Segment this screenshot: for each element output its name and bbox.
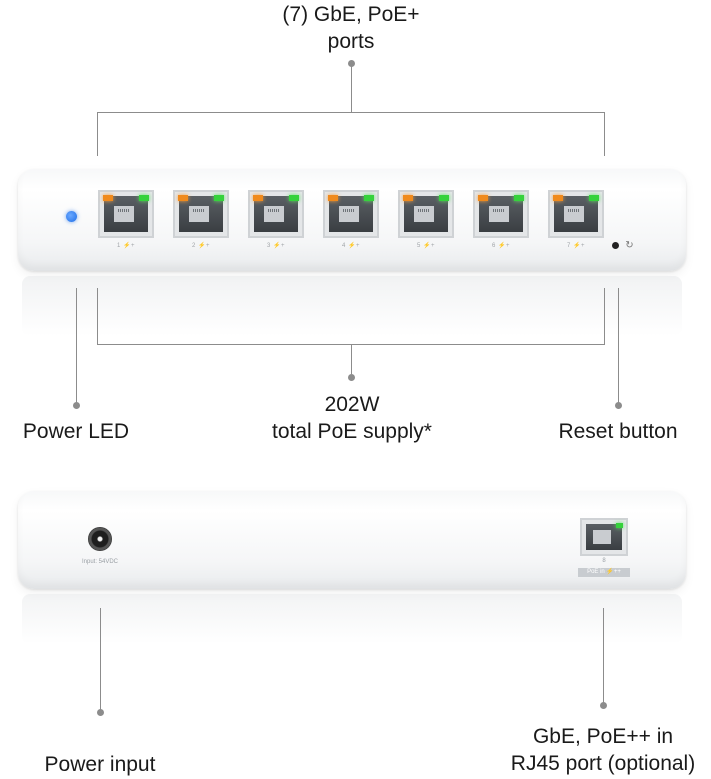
port-contacts — [414, 206, 434, 222]
ports-bracket-left — [97, 112, 98, 156]
port-number-label: 7 ⚡+ — [567, 243, 585, 249]
port-contacts — [264, 206, 284, 222]
poe-bracket-left — [97, 288, 98, 344]
ports-callout-dot — [348, 60, 355, 67]
rear-port-tag: PoE in ⚡++ — [578, 568, 630, 577]
port-contacts — [489, 206, 509, 222]
link-led-green — [439, 195, 449, 201]
rear-reflection — [22, 594, 682, 644]
dc-input-label: Input: 54VDC — [81, 559, 119, 565]
power-input-callout-dot — [97, 709, 104, 716]
port-contacts — [114, 206, 134, 222]
power-input-callout-stem — [100, 608, 101, 712]
link-led-orange — [553, 195, 563, 201]
rear-port-callout-stem — [603, 608, 604, 704]
front-reflection — [22, 276, 682, 336]
ethernet-port-2[interactable] — [173, 190, 229, 238]
rear-port-led — [616, 523, 623, 528]
reset-callout-stem — [618, 288, 619, 404]
ports-bracket-right — [604, 112, 605, 156]
ethernet-port-3[interactable] — [248, 190, 304, 238]
link-led-orange — [478, 195, 488, 201]
reset-label: Reset button — [558, 420, 678, 443]
rear-rj45-port[interactable] — [580, 518, 628, 556]
ethernet-port-1[interactable] — [98, 190, 154, 238]
port-number-label: 3 ⚡+ — [267, 243, 285, 249]
reset-callout-dot — [615, 402, 622, 409]
link-led-green — [589, 195, 599, 201]
rear-port-number: 8 — [602, 558, 606, 564]
link-led-green — [514, 195, 524, 201]
port-contacts — [564, 206, 584, 222]
rear-port-contacts — [593, 530, 611, 544]
ports-bracket-top — [97, 112, 605, 113]
rear-port-label-line1: GbE, PoE++ in — [532, 725, 674, 748]
ports-callout-stem — [351, 64, 352, 112]
link-led-green — [139, 195, 149, 201]
link-led-orange — [253, 195, 263, 201]
link-led-green — [214, 195, 224, 201]
ethernet-port-4[interactable] — [323, 190, 379, 238]
port-contacts — [339, 206, 359, 222]
link-led-orange — [403, 195, 413, 201]
poe-bracket-right — [604, 288, 605, 344]
power-led-label: Power LED — [22, 420, 130, 443]
ethernet-port-5[interactable] — [398, 190, 454, 238]
ethernet-port-7[interactable] — [548, 190, 604, 238]
poe-callout-dot — [348, 374, 355, 381]
poe-supply-line1: 202W — [324, 393, 380, 416]
port-number-label: 1 ⚡+ — [117, 243, 135, 249]
power-input-label: Power input — [44, 753, 156, 776]
poe-supply-line2: total PoE supply* — [272, 420, 432, 443]
power-led-icon — [66, 211, 77, 222]
ports-label-line1: (7) GbE, PoE+ — [282, 3, 420, 26]
poe-callout-stem — [351, 344, 352, 374]
rear-port-label-line2: RJ45 port (optional) — [510, 752, 696, 775]
link-led-orange — [328, 195, 338, 201]
ethernet-port-6[interactable] — [473, 190, 529, 238]
switch-rear-panel — [18, 491, 686, 589]
rear-port-callout-dot — [600, 702, 607, 709]
port-number-label: 2 ⚡+ — [192, 243, 210, 249]
reset-icon: ↻ — [625, 240, 634, 251]
link-led-orange — [103, 195, 113, 201]
link-led-green — [364, 195, 374, 201]
ports-label-line2: ports — [327, 30, 375, 53]
power-led-callout-dot — [73, 402, 80, 409]
port-number-label: 4 ⚡+ — [342, 243, 360, 249]
port-number-label: 5 ⚡+ — [417, 243, 435, 249]
link-led-orange — [178, 195, 188, 201]
reset-button[interactable] — [612, 242, 619, 249]
dc-power-jack[interactable] — [88, 527, 112, 551]
link-led-green — [289, 195, 299, 201]
port-number-label: 6 ⚡+ — [492, 243, 510, 249]
port-contacts — [189, 206, 209, 222]
power-led-callout-stem — [76, 288, 77, 404]
